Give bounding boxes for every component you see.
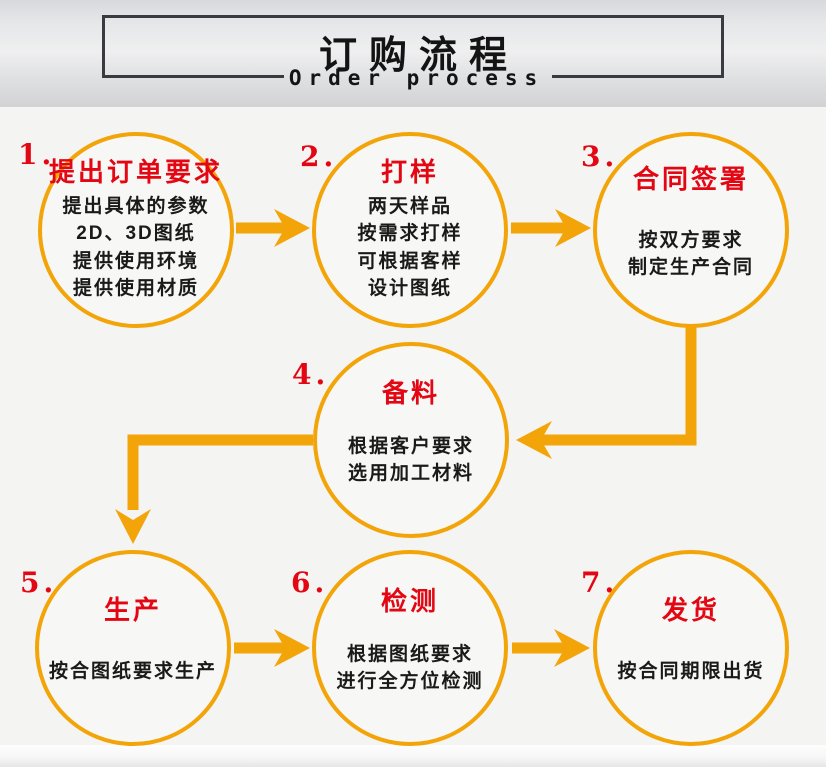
step-detail-line: 两天样品 xyxy=(367,195,452,217)
step-circle-inspection: 检测 根据图纸要求 进行全方位检测 xyxy=(312,550,508,746)
step-detail-line: 提供使用材质 xyxy=(72,278,199,299)
step-detail-line: 按合同期限出货 xyxy=(617,661,765,683)
header-frame-bottom-right xyxy=(552,75,724,78)
step-number-4: 4. xyxy=(292,358,330,391)
step-number-2: 2. xyxy=(300,140,338,173)
arrow-step4-to-step5-icon xyxy=(115,434,313,544)
step-details: 根据图纸要求 进行全方位检测 xyxy=(336,641,483,696)
step-details: 按双方要求 制定生产合同 xyxy=(628,227,754,282)
step-title: 提出订单要求 xyxy=(48,156,223,187)
arrow-step2-to-step3-icon xyxy=(511,209,591,247)
step-detail-line: 按需求打样 xyxy=(357,223,463,244)
step-detail-line: 提供使用环境 xyxy=(72,250,199,272)
step-title: 合同签署 xyxy=(632,163,749,194)
step-detail-line: 根据图纸要求 xyxy=(346,643,473,665)
step-circle-shipping: 发货 按合同期限出货 xyxy=(593,550,789,746)
step-details: 按合图纸要求生产 xyxy=(49,658,217,686)
step-details: 按合同期限出货 xyxy=(617,658,764,686)
step-details: 两天样品 按需求打样 可根据客样 设计图纸 xyxy=(357,193,462,303)
step-number-1: 1. xyxy=(18,138,56,171)
step-detail-line: 制定生产合同 xyxy=(627,257,754,278)
arrow-step3-to-step4-icon xyxy=(516,326,697,459)
page-subtitle: Order process xyxy=(288,66,545,90)
step-circle-production: 生产 按合图纸要求生产 xyxy=(35,550,231,746)
step-detail-line: 进行全方位检测 xyxy=(336,671,484,692)
header-frame-bottom-left xyxy=(102,75,284,78)
step-title: 备料 xyxy=(381,377,440,408)
step-detail-line: 按合图纸要求生产 xyxy=(48,661,217,683)
step-number-3: 3. xyxy=(581,140,619,173)
step-details: 提出具体的参数 2D、3D图纸 提供使用环境 提供使用材质 xyxy=(62,193,209,303)
arrow-step6-to-step7-icon xyxy=(512,629,590,667)
step-detail-line: 按双方要求 xyxy=(638,229,744,251)
header-frame xyxy=(102,15,724,78)
step-title: 生产 xyxy=(103,595,162,626)
step-detail-line: 可根据客样 xyxy=(357,250,463,272)
page-title: 订购流程 xyxy=(318,32,519,77)
step-detail-line: 设计图纸 xyxy=(367,278,452,299)
step-detail-line: 提出具体的参数 xyxy=(62,195,210,217)
step-circle-sampling: 打样 两天样品 按需求打样 可根据客样 设计图纸 xyxy=(312,132,508,328)
step-detail-line: 2D、3D图纸 xyxy=(76,223,196,244)
arrow-step5-to-step6-icon xyxy=(234,629,310,667)
step-title: 检测 xyxy=(380,585,439,616)
step-details: 根据客户要求 选用加工材料 xyxy=(348,433,474,488)
step-circle-contract-signing: 合同签署 按双方要求 制定生产合同 xyxy=(593,132,789,328)
step-detail-line: 选用加工材料 xyxy=(347,463,474,484)
step-number-5: 5. xyxy=(20,566,58,599)
step-circle-material-preparation: 备料 根据客户要求 选用加工材料 xyxy=(313,342,509,538)
step-detail-line: 根据客户要求 xyxy=(347,435,474,457)
step-title: 发货 xyxy=(661,595,720,626)
arrow-step1-to-step2-icon xyxy=(236,209,310,247)
bottom-gradient-band xyxy=(0,745,826,767)
step-circle-order-requirements: 提出订单要求 提出具体的参数 2D、3D图纸 提供使用环境 提供使用材质 xyxy=(38,132,234,328)
step-number-6: 6. xyxy=(291,566,329,599)
step-title: 打样 xyxy=(380,156,439,187)
